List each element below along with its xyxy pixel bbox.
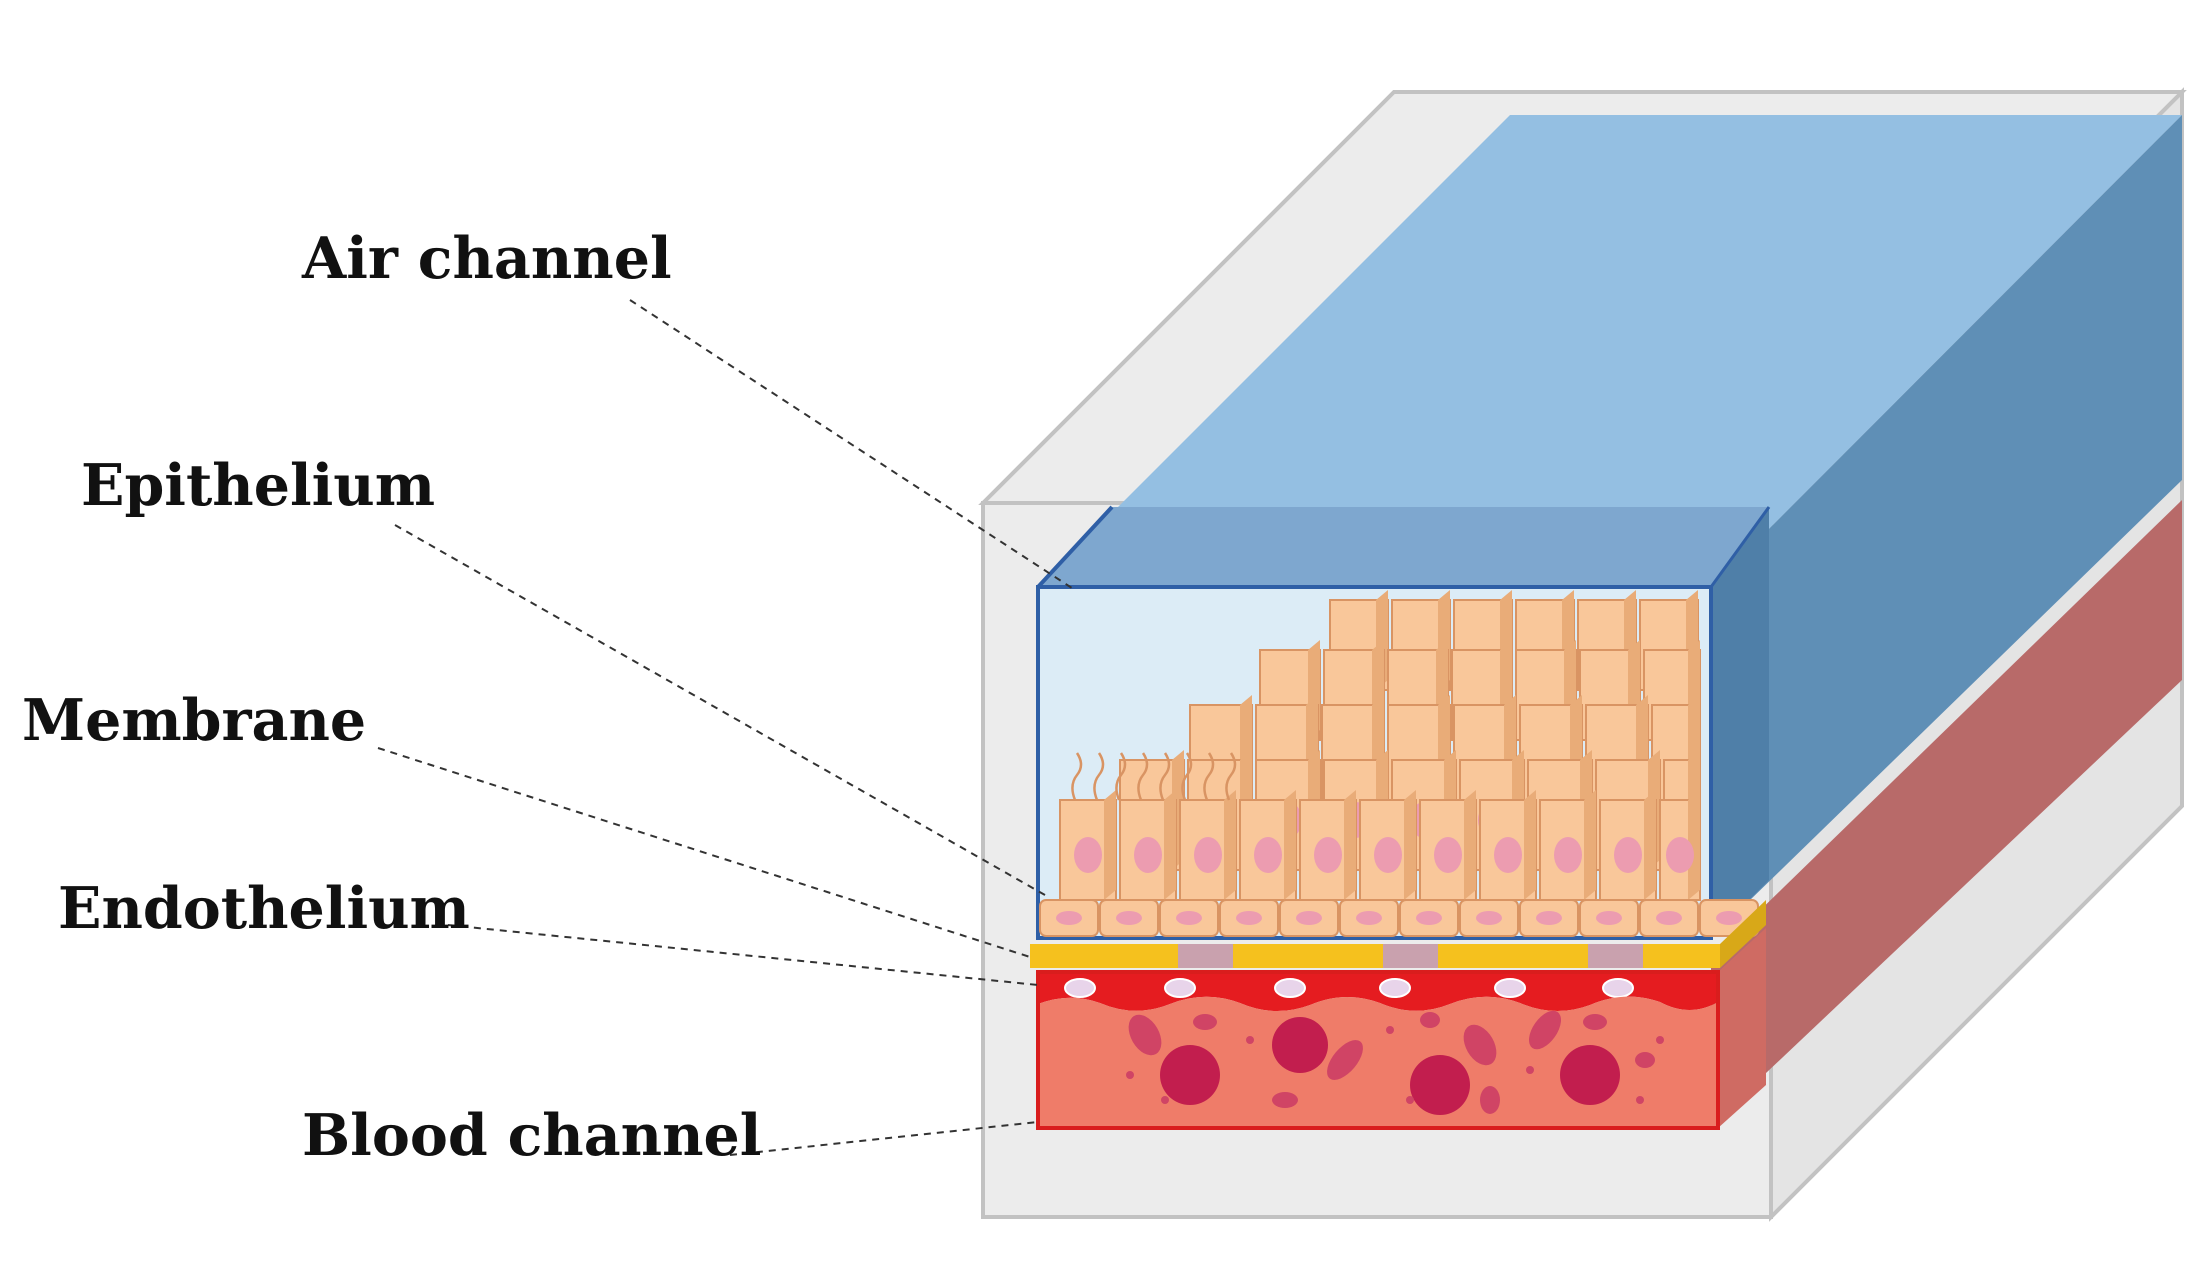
blood-cell (1193, 1014, 1217, 1030)
epithelium-cells (1039, 590, 1759, 937)
basal-nucleus (1416, 911, 1442, 925)
red-blood-cell (1560, 1045, 1620, 1105)
cell-nucleus (1314, 837, 1342, 873)
platelet (1161, 1096, 1169, 1104)
platelet (1636, 1096, 1644, 1104)
blood-cell (1583, 1014, 1607, 1030)
cilium (1225, 752, 1237, 801)
blood-channel (1036, 928, 1766, 1130)
endothelial-nucleus (1379, 978, 1411, 998)
endothelial-nucleus (1064, 978, 1096, 998)
red-blood-cell (1410, 1055, 1470, 1115)
blood-cell (1327, 1040, 1363, 1080)
epithelial-cell-side (1464, 790, 1476, 900)
epithelial-cell-side (1404, 790, 1416, 900)
cell-nucleus (1134, 837, 1162, 873)
blood-channel-side (1711, 500, 2182, 1125)
cilium (1137, 752, 1149, 801)
cell-nucleus (1374, 837, 1402, 873)
cell-nucleus (1074, 837, 1102, 873)
endothelium-label: Endothelium (58, 875, 470, 942)
platelet (1406, 1096, 1414, 1104)
basal-nucleus (1116, 911, 1142, 925)
cell-nucleus (1194, 837, 1222, 873)
platelet (1656, 1036, 1664, 1044)
epithelial-cell-side (1224, 790, 1236, 900)
endothelial-nucleus (1602, 978, 1634, 998)
basal-nucleus (1716, 911, 1742, 925)
basal-nucleus (1536, 911, 1562, 925)
endothelial-nucleus (1494, 978, 1526, 998)
cilium (1159, 752, 1171, 801)
blood-cell (1420, 1012, 1440, 1028)
endothelial-nucleus (1164, 978, 1196, 998)
platelet (1526, 1066, 1534, 1074)
membrane (1030, 900, 1766, 968)
platelet (1386, 1026, 1394, 1034)
blood-cell (1128, 1014, 1162, 1056)
blood-cell (1635, 1052, 1655, 1068)
leader-lines (377, 299, 1076, 1156)
endothelium (1038, 972, 1718, 1012)
basal-nucleus (1056, 911, 1082, 925)
cell-nucleus (1254, 837, 1282, 873)
basal-nucleus (1176, 911, 1202, 925)
endothelium-leader (447, 924, 1039, 986)
epithelium-label: Epithelium (81, 452, 435, 519)
cell-nucleus (1614, 837, 1642, 873)
basal-nucleus (1476, 911, 1502, 925)
cell-nucleus (1494, 837, 1522, 873)
air-channel-leader (629, 299, 1076, 591)
cilium (1093, 752, 1105, 801)
endothelial-nucleus (1274, 978, 1306, 998)
epithelial-cell-side (1644, 790, 1656, 900)
epithelial-cell-side (1584, 790, 1596, 900)
basal-nucleus (1656, 911, 1682, 925)
epithelium-leader (394, 524, 1046, 896)
blood-cell (1463, 1024, 1497, 1066)
blood-cell (1272, 1092, 1298, 1108)
membrane-leader (377, 747, 1031, 958)
epithelial-cell-side (1164, 790, 1176, 900)
air-channel-label: Air channel (301, 225, 672, 292)
cilium (1181, 752, 1193, 801)
epithelial-cell-side (1284, 790, 1296, 900)
epithelial-cell-side (1688, 790, 1700, 900)
blood-cell (1480, 1086, 1500, 1114)
platelet (1246, 1036, 1254, 1044)
epithelial-cell-side (1344, 790, 1356, 900)
epithelial-cell-side (1104, 790, 1116, 900)
membrane-label: Membrane (22, 687, 366, 754)
epithelial-cell-side (1524, 790, 1536, 900)
red-blood-cell (1160, 1045, 1220, 1105)
basal-nucleus (1596, 911, 1622, 925)
red-blood-cell (1272, 1017, 1328, 1073)
labels: Air channel Epithelium Membrane Endothel… (22, 225, 761, 1169)
cell-nucleus (1554, 837, 1582, 873)
basal-nucleus (1356, 911, 1382, 925)
cell-nucleus (1434, 837, 1462, 873)
cell-nucleus (1666, 837, 1694, 873)
basal-nucleus (1296, 911, 1322, 925)
cilium (1115, 752, 1127, 801)
blood-cell (1529, 1010, 1561, 1050)
cilium (1071, 752, 1083, 801)
basal-nucleus (1236, 911, 1262, 925)
cilium (1203, 752, 1215, 801)
blood-channel-label: Blood channel (302, 1102, 761, 1169)
platelet (1126, 1071, 1134, 1079)
